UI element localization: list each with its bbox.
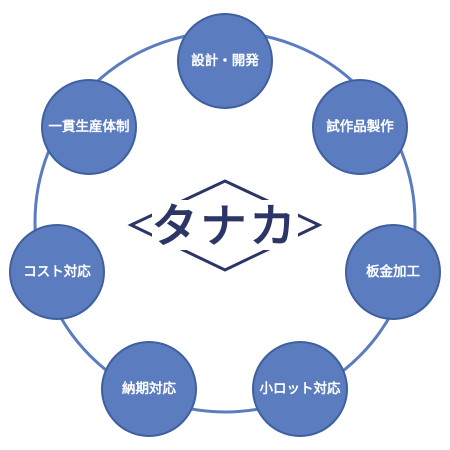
node-label: 一貫生産体制 [49, 118, 130, 135]
node-small-lot: 小ロット対応 [252, 341, 348, 437]
logo-diamond [127, 179, 323, 272]
node-cost: コスト対応 [9, 224, 105, 320]
logo-text: タナカ [152, 199, 299, 253]
center-logo: タナカ [127, 179, 323, 272]
node-label: 設計・開発 [191, 52, 259, 69]
node-prototype-production: 試作品製作 [312, 79, 408, 175]
node-circle [252, 341, 348, 437]
node-integrated-production: 一貫生産体制 [41, 79, 137, 175]
node-label: 板金加工 [366, 263, 420, 280]
node-label: コスト対応 [23, 263, 91, 280]
node-label: 納期対応 [122, 380, 176, 397]
node-circle [9, 224, 105, 320]
node-label: 小ロット対応 [260, 380, 341, 397]
node-design-development: 設計・開発 [177, 13, 273, 109]
node-circle [345, 224, 441, 320]
node-circle [101, 341, 197, 437]
node-circle [312, 79, 408, 175]
logo-text-backdrop [152, 200, 298, 250]
node-sheet-metal: 板金加工 [345, 224, 441, 320]
node-delivery: 納期対応 [101, 341, 197, 437]
node-label: 試作品製作 [326, 118, 394, 135]
node-circle [177, 13, 273, 109]
node-circle [41, 79, 137, 175]
